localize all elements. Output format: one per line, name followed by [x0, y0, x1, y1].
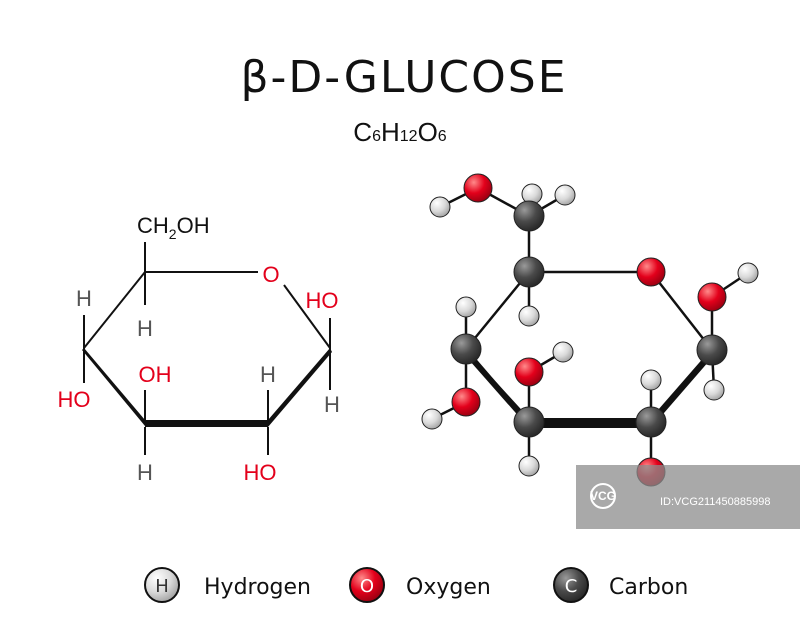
carbon-atom — [635, 406, 667, 438]
legend-item-carbon: C Carbon — [553, 567, 688, 603]
hydrogen-atom — [703, 379, 725, 401]
oxygen-atom — [451, 387, 481, 417]
molecular-formula: C6H12O6 — [353, 117, 447, 147]
oh-c3-label: OH — [139, 362, 172, 387]
oxygen-atom — [697, 282, 727, 312]
h-c4-label: H — [76, 286, 92, 311]
ball-and-stick-model — [431, 186, 749, 472]
carbon-atom — [513, 256, 545, 288]
ch2oh-label: CH2OH — [137, 213, 210, 242]
watermark: VCG ID:VCG211450885998 — [576, 465, 800, 529]
model-atoms — [421, 173, 759, 487]
hydrogen-atom — [421, 408, 443, 430]
bond-c2-c1-wedge — [268, 348, 332, 427]
oxygen-swatch-icon — [349, 567, 385, 603]
hydrogen-atom — [518, 305, 540, 327]
h-c2-label: H — [260, 362, 276, 387]
ho-c4-label: HO — [58, 387, 91, 412]
hydrogen-atom — [640, 369, 662, 391]
watermark-id: ID:VCG211450885998 — [660, 496, 771, 508]
legend-item-hydrogen: H Hydrogen — [144, 567, 311, 603]
bond-c5-c4 — [83, 271, 146, 349]
legend: H Hydrogen O Oxygen C Carbon — [144, 567, 688, 603]
oxygen-atom — [463, 173, 493, 203]
h-c3-label: H — [137, 460, 153, 485]
legend-item-oxygen: O Oxygen — [349, 567, 491, 603]
oxygen-label: Oxygen — [406, 575, 491, 600]
bond-c4-c3-wedge — [82, 348, 145, 426]
hydrogen-atom — [552, 341, 574, 363]
page-title: β-D-GLUCOSE — [240, 52, 567, 103]
hydrogen-swatch-icon — [144, 567, 180, 603]
bond-o-c1 — [283, 284, 331, 349]
h-c5-label: H — [137, 316, 153, 341]
watermark-logo: VCG — [590, 489, 616, 503]
oxygen-atom — [514, 357, 544, 387]
oh-c2-label: HO — [244, 460, 277, 485]
hydrogen-atom — [518, 455, 540, 477]
h-c1-label: H — [324, 392, 340, 417]
ring-oxygen-label: O — [262, 262, 279, 287]
carbon-atom — [513, 200, 545, 232]
hydrogen-letter: H — [155, 576, 169, 597]
hydrogen-atom — [554, 184, 576, 206]
oxygen-letter: O — [360, 576, 374, 597]
carbon-atom — [513, 406, 545, 438]
hydrogen-atom — [737, 262, 759, 284]
hydrogen-atom — [455, 296, 477, 318]
hydrogen-atom — [429, 196, 451, 218]
oxygen-atom — [636, 257, 666, 287]
haworth-projection: CH2OH O H H HO OH H H HO HO H — [58, 213, 340, 485]
carbon-atom — [450, 333, 482, 365]
bond-c3-c2-bold — [145, 420, 268, 427]
carbon-label: Carbon — [609, 575, 688, 600]
carbon-letter: C — [565, 576, 578, 597]
hydrogen-label: Hydrogen — [204, 575, 311, 600]
carbon-atom — [696, 334, 728, 366]
carbon-swatch-icon — [553, 567, 589, 603]
ho-c1-label: HO — [306, 288, 339, 313]
